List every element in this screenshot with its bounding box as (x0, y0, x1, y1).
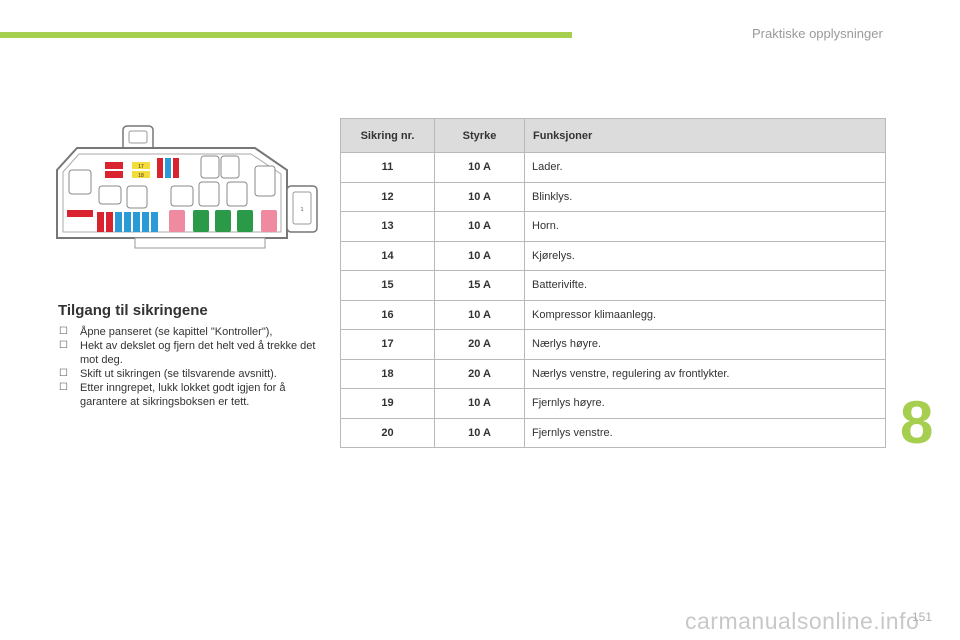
fuse-function: Nærlys høyre. (524, 329, 886, 360)
section-title: Praktiske opplysninger (752, 26, 883, 41)
fuse-label-18: 18 (138, 173, 144, 179)
access-heading: Tilgang til sikringene (58, 302, 208, 319)
fuse-number: 17 (340, 329, 435, 360)
page-number: 151 (912, 610, 933, 624)
fuse-number: 15 (340, 270, 435, 301)
fuse-function: Lader. (524, 152, 886, 183)
fuse-function: Kjørelys. (524, 240, 886, 271)
fuse-function: Batterivifte. (524, 270, 886, 301)
bullet-icon: ☐ (59, 326, 68, 337)
bullet-icon: ☐ (59, 340, 68, 351)
fuse-number: 16 (340, 299, 435, 330)
header-functions: Funksjoner (524, 118, 886, 153)
fuse-number: 20 (340, 417, 435, 448)
fuse-number: 13 (340, 211, 435, 242)
chapter-number: 8 (900, 389, 934, 456)
watermark: carmanualsonline.info (685, 608, 920, 634)
fuse-rating: 10 A (434, 152, 525, 183)
step-item: ☐Etter inngrepet, lukk lokket godt igjen… (59, 382, 286, 408)
fuse-box-diagram: 1 17 18 (56, 125, 318, 249)
access-steps: ☐Åpne panseret (se kapittel "Kontroller"… (58, 325, 323, 409)
step-item: ☐Åpne panseret (se kapittel "Kontroller"… (59, 326, 273, 338)
fuse-function: Horn. (524, 211, 886, 242)
fuse-rating: 10 A (434, 417, 525, 448)
fuse-rating: 20 A (434, 329, 525, 360)
fuse-number: 18 (340, 358, 435, 389)
box-label-1: 1 (301, 207, 304, 213)
header-accent-bar (0, 32, 572, 38)
fuse-number: 19 (340, 388, 435, 419)
fuse-rating: 15 A (434, 270, 525, 301)
fuse-rating: 10 A (434, 240, 525, 271)
step-item: ☐Hekt av dekslet og fjern det helt ved å… (59, 340, 316, 366)
fuse-number: 12 (340, 181, 435, 212)
header-rating: Styrke (434, 118, 525, 153)
fuse-rating: 10 A (434, 181, 525, 212)
fuse-number: 11 (340, 152, 435, 183)
fuse-rating: 20 A (434, 358, 525, 389)
header-fuse-number: Sikring nr. (340, 118, 435, 153)
bullet-icon: ☐ (59, 368, 68, 379)
fuse-label-17: 17 (138, 164, 144, 170)
fuse-number: 14 (340, 240, 435, 271)
bullet-icon: ☐ (59, 382, 68, 393)
fuse-function: Nærlys venstre, regulering av frontlykte… (524, 358, 886, 389)
fuse-function: Fjernlys venstre. (524, 417, 886, 448)
fuse-rating: 10 A (434, 299, 525, 330)
fuse-function: Blinklys. (524, 181, 886, 212)
fuse-function: Kompressor klimaanlegg. (524, 299, 886, 330)
step-item: ☐Skift ut sikringen (se tilsvarende avsn… (59, 368, 277, 380)
fuse-rating: 10 A (434, 388, 525, 419)
fuse-rating: 10 A (434, 211, 525, 242)
fuse-function: Fjernlys høyre. (524, 388, 886, 419)
